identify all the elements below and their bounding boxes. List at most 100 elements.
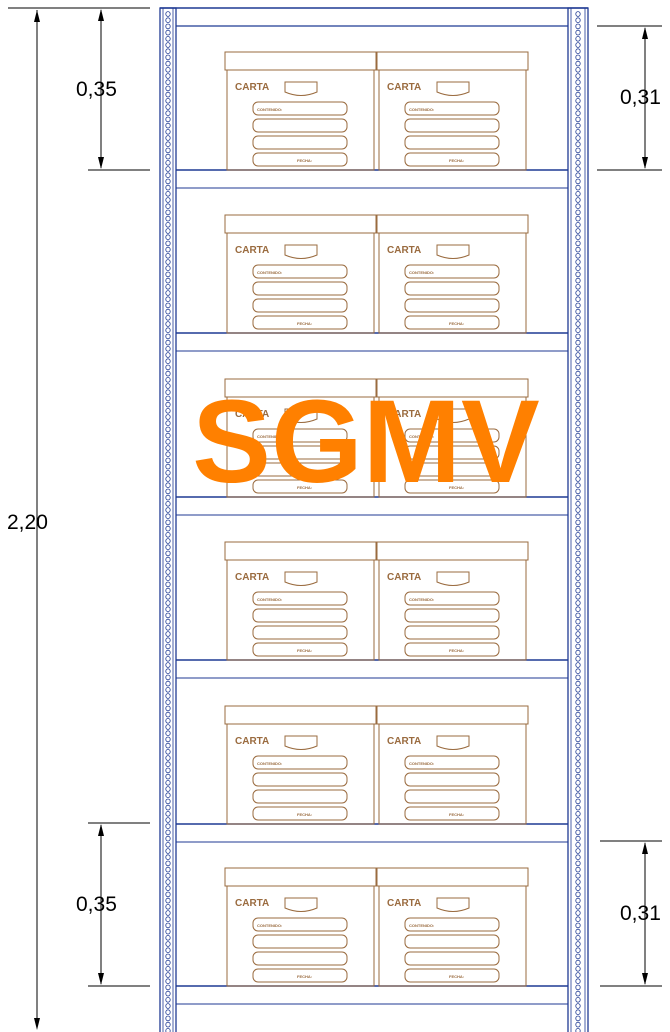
right-upright-hole [575,531,581,538]
left-upright-hole [165,879,171,885]
left-upright-hole [165,191,171,197]
box-handle [284,571,318,586]
left-upright-hole [165,259,171,265]
right-upright-hole [575,445,581,451]
right-upright-hole [575,910,581,916]
box-lid [224,541,377,561]
left-upright-hole [165,525,171,532]
box-date-label: FECHA: [449,648,464,653]
right-upright-hole [575,538,581,544]
left-upright-hole [165,941,171,947]
right-upright-hole [575,85,581,92]
right-upright-hole [575,711,581,718]
right-upright-hole [575,922,581,929]
right-upright-hole [575,29,581,36]
right-upright-hole [575,104,581,110]
right-upright-hole [575,879,581,885]
right-upright-hole [575,835,581,842]
right-upright-hole [575,550,581,557]
left-upright-hole [165,1003,171,1009]
left-upright-hole [165,277,171,284]
box-label-slot [404,608,500,623]
box-label-slot [404,315,500,330]
box-brand-label: CARTA [235,245,269,256]
left-upright-hole [165,854,171,860]
left-upright-hole [165,209,171,216]
left-upright-hole [165,581,171,588]
right-upright-hole [575,903,581,910]
right-upright-hole [575,327,581,334]
right-upright-hole [575,283,581,290]
left-upright-hole [165,631,171,637]
left-upright-hole [165,742,171,749]
left-upright-hole [165,755,171,761]
left-upright-hole [165,724,171,730]
right-upright-hole [575,655,581,662]
box-brand-label: CARTA [387,898,421,909]
right-upright-hole [575,259,581,265]
left-upright-hole [165,972,171,978]
right-upright-hole [575,600,581,606]
box-label-slot [252,479,348,494]
right-upright-hole [575,358,581,365]
box-handle [436,571,470,586]
left-upright-hole [165,364,171,371]
total-height-label: 2,20 [7,511,48,534]
box-date-label: FECHA: [449,321,464,326]
left-upright-hole [165,779,171,786]
left-upright-hole [165,135,171,141]
right-upright-hole [575,35,581,42]
right-upright-hole [575,451,581,458]
box-label-slot [404,625,500,640]
top-right-arrow-top [642,27,648,39]
box-contents-label: CONTENIDO: [257,923,282,928]
left-upright-hole [165,662,171,668]
right-upright-hole [575,959,581,966]
right-upright-hole [575,556,581,563]
box-brand-label: CARTA [387,82,421,93]
left-upright-hole [165,463,171,470]
right-upright-hole [575,624,581,631]
right-upright-hole [575,352,581,358]
top-left-height-label: 0,35 [76,78,117,101]
right-upright-hole [575,42,581,48]
left-upright-hole [165,513,171,519]
right-upright-hole [575,848,581,854]
right-upright-hole [575,457,581,464]
right-upright-hole [575,562,581,569]
box-handle [436,408,470,423]
left-upright-hole [165,730,171,736]
box-label-slot [404,298,500,313]
left-upright-hole [165,141,171,148]
right-upright-hole [575,674,581,681]
box-label-slot [404,462,500,477]
right-upright-hole [575,897,581,904]
left-upright-hole [165,333,171,340]
right-upright-hole [575,748,581,755]
box-handle [436,244,470,259]
box-label-slot [252,264,348,279]
right-upright-hole [575,978,581,984]
right-upright-hole [575,798,581,805]
box-label-slot [404,135,500,150]
left-upright-hole [165,817,171,823]
sgmv-watermark: SGMV [192,376,540,508]
left-upright-hole [165,891,171,898]
left-upright-hole [165,786,171,792]
left-upright-hole [165,370,171,377]
right-upright-hole [575,407,581,414]
box-contents-label: CONTENIDO: [409,270,434,275]
right-upright-hole [575,370,581,377]
right-upright-hole [575,476,581,482]
box-body [378,559,527,661]
box-date-label: FECHA: [297,648,312,653]
box-label-slot [252,428,348,443]
right-upright-hole [575,1021,581,1028]
left-upright-hole [165,804,171,811]
right-upright-hole [575,160,581,166]
left-upright-hole [165,469,171,476]
archive-boxes: CARTACONTENIDO:FECHA:CARTACONTENIDO:FECH… [224,51,529,987]
